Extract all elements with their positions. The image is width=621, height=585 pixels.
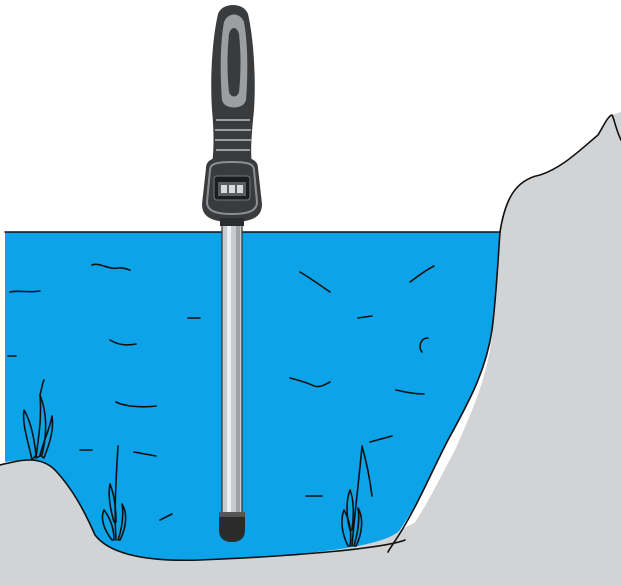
meter-display-glyph bbox=[221, 185, 227, 193]
plant-leaf bbox=[341, 509, 352, 547]
plant-leaf bbox=[39, 415, 54, 459]
ripple bbox=[91, 263, 131, 271]
meter-head-bezel bbox=[205, 160, 259, 216]
water-plant-left bbox=[22, 379, 54, 461]
plant-stem bbox=[39, 379, 45, 396]
ripple bbox=[357, 315, 373, 319]
probe-shaft-highlight bbox=[227, 220, 231, 520]
meter-display-glyph bbox=[237, 185, 243, 193]
ripple bbox=[369, 435, 393, 443]
rock-outline-right bbox=[499, 114, 621, 233]
water-plant-middle-right bbox=[341, 445, 373, 547]
plant-leaf bbox=[117, 503, 127, 541]
probe-collar bbox=[219, 512, 245, 517]
meter-grip-ridges bbox=[215, 119, 251, 151]
water-ripples bbox=[7, 263, 435, 521]
ripple bbox=[9, 290, 41, 293]
ripple bbox=[395, 389, 425, 395]
plant-leaf bbox=[101, 509, 115, 541]
plant-leaf bbox=[353, 507, 363, 547]
handheld-water-meter-icon bbox=[202, 5, 262, 226]
probe-tip bbox=[219, 514, 245, 542]
waterline-edge bbox=[387, 231, 501, 553]
ripple bbox=[115, 401, 157, 408]
plant-leaf bbox=[346, 489, 355, 531]
water-body bbox=[5, 232, 500, 561]
plant-stem bbox=[351, 445, 373, 547]
probe-shaft-shade bbox=[236, 220, 240, 520]
ripple bbox=[419, 337, 429, 353]
ripple bbox=[159, 513, 173, 521]
water-plant-middle-left bbox=[101, 445, 127, 541]
ripple bbox=[299, 271, 331, 293]
ripple bbox=[109, 339, 137, 346]
probe bbox=[219, 214, 245, 542]
plant-leaf bbox=[22, 409, 37, 461]
rock-bank-right bbox=[380, 112, 621, 585]
ripple bbox=[409, 265, 435, 283]
plant-stem bbox=[114, 445, 119, 541]
meter-handle-slot bbox=[227, 28, 241, 97]
ripple bbox=[289, 377, 331, 388]
riverbed-outline bbox=[0, 459, 406, 562]
meter-neck bbox=[220, 218, 244, 226]
ripple bbox=[133, 451, 157, 457]
rock-bank-bottom bbox=[0, 460, 621, 585]
meter-display-glyph bbox=[229, 185, 235, 193]
plant-leaf bbox=[108, 483, 117, 523]
